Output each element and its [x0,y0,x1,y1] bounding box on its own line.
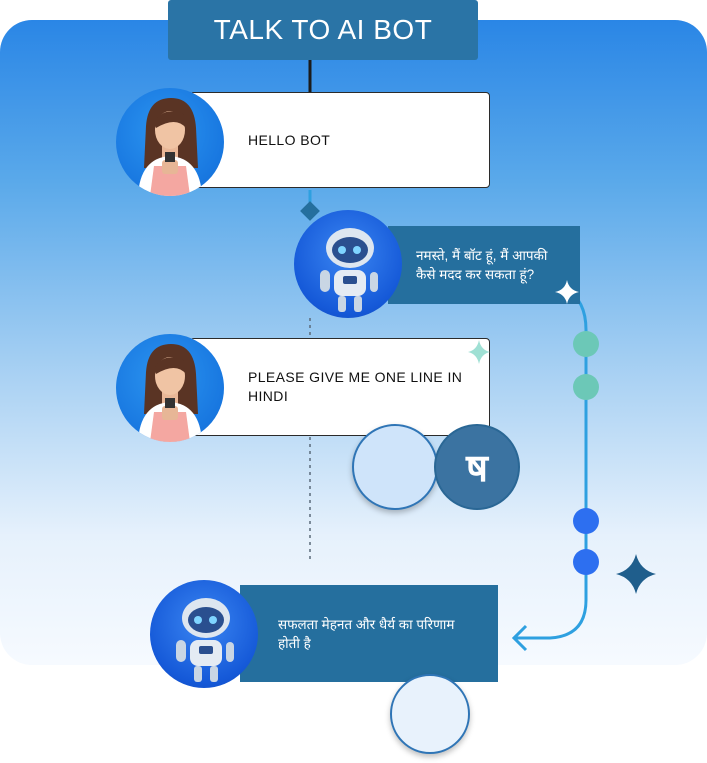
page-title: TALK TO AI BOT [168,0,478,60]
sparkle-teal-icon [468,340,490,364]
hindi-letter-badge: ष [434,424,520,510]
diamond-marker [300,201,320,221]
user-message-2: PLEASE GIVE ME ONE LINE IN HINDI [190,338,490,436]
sparkle-white-icon [555,280,579,304]
user-message-text: HELLO BOT [248,131,331,148]
decorative-circle [352,424,438,510]
robot-avatar-icon [176,598,234,682]
arrow-head-icon [511,624,528,652]
user-avatar [116,334,224,442]
woman-avatar-icon [138,98,202,196]
robot-avatar-icon [320,228,378,312]
bot-message-text: सफलता मेहनत और धैर्य का परिणाम होती है [278,616,455,651]
woman-avatar-icon [138,344,202,442]
bot-message-2: सफलता मेहनत और धैर्य का परिणाम होती है [240,585,498,682]
decorative-circle [390,674,470,754]
bot-message-1: नमस्ते, मैं बॉट हूं, मैं आपकी कैसे मदद क… [388,226,580,304]
flow-dot [573,508,599,534]
bot-avatar [150,580,258,688]
flow-dot [573,549,599,575]
hindi-letter: ष [466,446,488,490]
user-avatar [116,88,224,196]
flow-dot [573,331,599,357]
bot-message-text: नमस्ते, मैं बॉट हूं, मैं आपकी कैसे मदद क… [416,248,548,282]
bot-avatar [294,210,402,318]
sparkle-dark-icon [616,554,656,594]
user-message-text: PLEASE GIVE ME ONE LINE IN HINDI [248,369,463,404]
flow-dot [573,374,599,400]
user-message-1: HELLO BOT [190,92,490,188]
